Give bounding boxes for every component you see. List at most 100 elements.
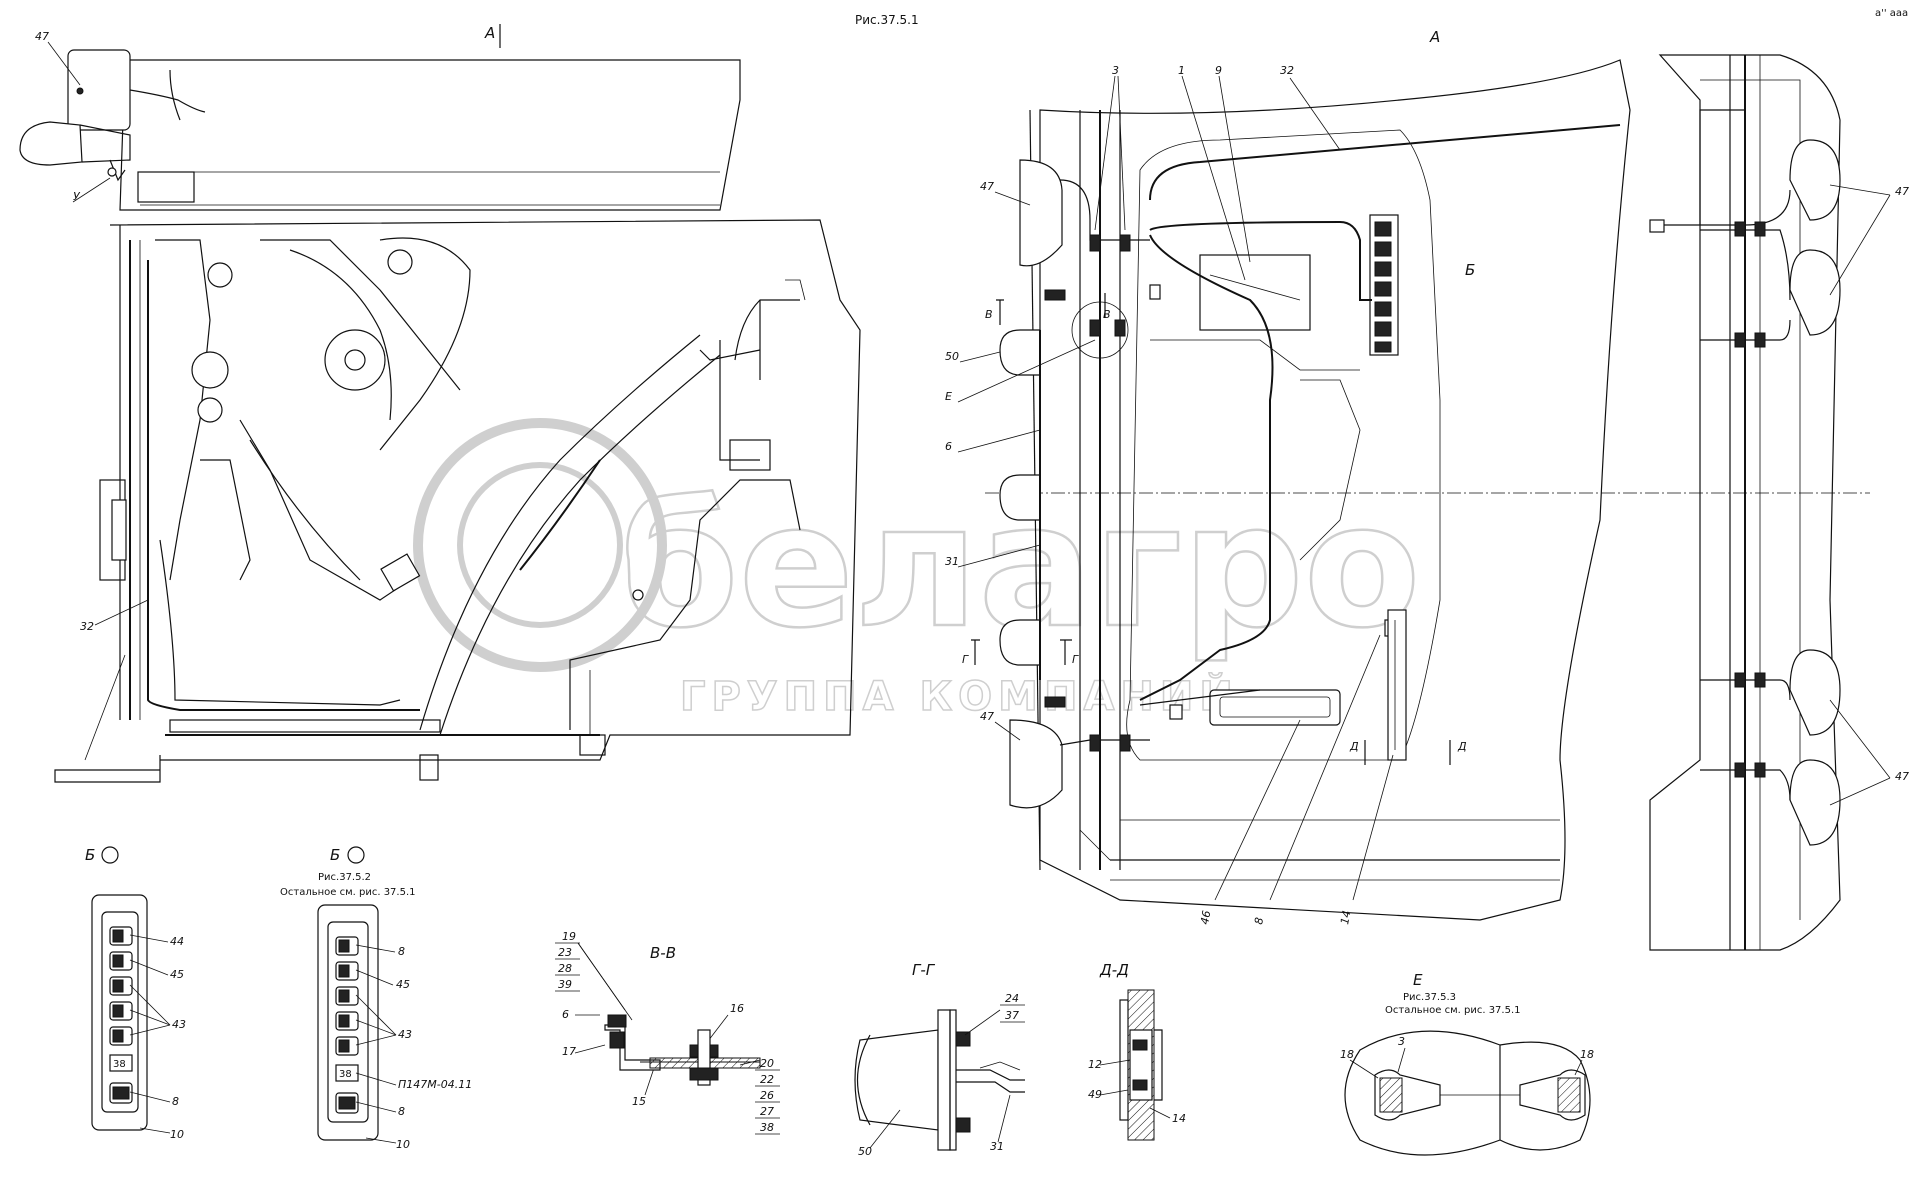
vv-15: 15: [632, 1095, 646, 1108]
section-vv: В-В 19 23 28 39 6 17 15 16 20 22 26 27 3…: [555, 930, 780, 1135]
callout-47-front-top: 47: [980, 180, 994, 193]
e-18-left: 18: [1340, 1048, 1354, 1061]
component-14: [1387, 609, 1407, 761]
inset-b2-rest: Остальное см. рис. 37.5.1: [280, 887, 416, 898]
e-3: 3: [1398, 1035, 1405, 1048]
callout-1: 1: [1178, 64, 1185, 77]
rear-lamp-47-2: [1789, 249, 1841, 336]
e-18-right: 18: [1580, 1048, 1594, 1061]
dd-49: 49: [1088, 1088, 1102, 1101]
section-dd: Д-Д 12 49 14: [1088, 961, 1186, 1141]
inset-b1-43: 43: [172, 1018, 186, 1031]
gg-31: 31: [990, 1140, 1004, 1153]
callout-47-rear-top: 47: [1895, 185, 1909, 198]
cut-marker-d-right: Д: [1457, 740, 1467, 753]
label-b-on-view: Б: [1465, 261, 1475, 279]
section-e-rest: Остальное см. рис. 37.5.1: [1385, 1005, 1521, 1016]
cut-marker-g-left: Г: [962, 653, 969, 666]
inset-b2-43: 43: [398, 1028, 412, 1041]
vv-19: 19: [562, 930, 576, 943]
inset-b2-45: 45: [396, 978, 410, 991]
cut-marker-v-left: В: [985, 308, 993, 321]
dd-14: 14: [1172, 1112, 1186, 1125]
callout-32-right: 32: [1280, 64, 1294, 77]
vv-16: 16: [730, 1002, 744, 1015]
section-gg: Г-Г 24 37 50 31: [854, 961, 1025, 1158]
cut-marker-v-right: В: [1103, 308, 1111, 321]
left-view-a: А 47 У: [19, 24, 861, 783]
connector-block-b: [1369, 214, 1399, 356]
inset-b2-ref: Рис.37.5.2: [318, 872, 371, 883]
corner-mark: а'' ааа: [1875, 8, 1908, 19]
inset-b1-10: 10: [170, 1128, 184, 1141]
component-9-box: [1199, 254, 1311, 331]
inset-b1: Б 38 44 45 43 8 10: [85, 846, 186, 1141]
inset-b1-label: Б: [85, 846, 95, 864]
label-e-on-view: Е: [945, 390, 952, 403]
callout-46: 46: [1198, 909, 1213, 925]
section-e: Е Рис.37.5.3 Остальное см. рис. 37.5.1 3…: [1340, 971, 1594, 1156]
inset-b2-code: П147М-04.11: [398, 1078, 472, 1091]
vv-20: 20: [760, 1057, 774, 1070]
gg-50: 50: [858, 1145, 872, 1158]
inset-b2-label: Б: [330, 846, 340, 864]
vv-22: 22: [760, 1073, 774, 1086]
left-view-label: А: [484, 24, 495, 42]
front-lamp-47-top: [1019, 159, 1063, 267]
gg-37: 37: [1005, 1009, 1019, 1022]
inset-b1-8: 8: [172, 1095, 179, 1108]
right-view-a: А: [945, 28, 1909, 951]
vv-17: 17: [562, 1045, 576, 1058]
cut-marker-g-right: Г: [1072, 653, 1079, 666]
inset-b2-8-bottom: 8: [398, 1105, 405, 1118]
label-u: У: [73, 190, 81, 203]
inset-b2-38: 38: [339, 1069, 352, 1080]
rear-lamp-47-4: [1789, 759, 1841, 846]
vv-26: 26: [760, 1089, 774, 1102]
callout-9: 9: [1215, 64, 1222, 77]
rear-lamp-47-1: [1789, 139, 1841, 221]
cut-marker-d-left: Д: [1349, 740, 1359, 753]
section-dd-label: Д-Д: [1099, 961, 1129, 979]
front-lamp-50: [999, 329, 1041, 376]
callout-47-left: 47: [35, 30, 49, 43]
callout-3-top: 3: [1112, 64, 1119, 77]
callout-50-front: 50: [945, 350, 959, 363]
section-vv-label: В-В: [650, 944, 676, 962]
vv-39: 39: [558, 978, 572, 991]
inset-b2: Б Рис.37.5.2 Остальное см. рис. 37.5.1 3…: [280, 846, 472, 1151]
gg-lamp-50: [854, 1029, 939, 1131]
inset-b1-38: 38: [113, 1059, 126, 1070]
figure-title: Рис.37.5.1: [855, 13, 919, 27]
gg-24: 24: [1005, 992, 1019, 1005]
inset-b2-8-top: 8: [398, 945, 405, 958]
right-view-label: А: [1429, 28, 1440, 46]
section-e-ref: Рис.37.5.3: [1403, 992, 1456, 1003]
inset-b1-45: 45: [170, 968, 184, 981]
beacon-lamp: [19, 121, 83, 166]
vv-28: 28: [558, 962, 572, 975]
rear-lamp-47-3: [1789, 649, 1841, 736]
rear-clamps: [1734, 221, 1766, 778]
section-gg-label: Г-Г: [912, 961, 936, 979]
callout-31: 31: [945, 555, 959, 568]
dd-12: 12: [1088, 1058, 1102, 1071]
vv-27: 27: [760, 1105, 774, 1118]
callout-47-front-bottom: 47: [980, 710, 994, 723]
callout-47-rear-bottom: 47: [1895, 770, 1909, 783]
callout-8-view: 8: [1252, 916, 1266, 925]
inset-b2-10: 10: [396, 1138, 410, 1151]
callout-32-left: 32: [80, 620, 94, 633]
harness-clamps: [1044, 234, 1398, 752]
callout-14-view: 14: [1338, 909, 1353, 925]
vv-23: 23: [558, 946, 572, 959]
watermark-subtitle: ГРУППА КОМПАНИЙ: [680, 672, 1239, 720]
front-lamp-47-bottom: [1009, 719, 1063, 809]
section-e-label: Е: [1413, 971, 1423, 989]
callout-6: 6: [945, 440, 952, 453]
component-46-box: [1209, 689, 1341, 726]
inset-b1-44: 44: [170, 935, 184, 948]
vv-38: 38: [760, 1121, 774, 1134]
